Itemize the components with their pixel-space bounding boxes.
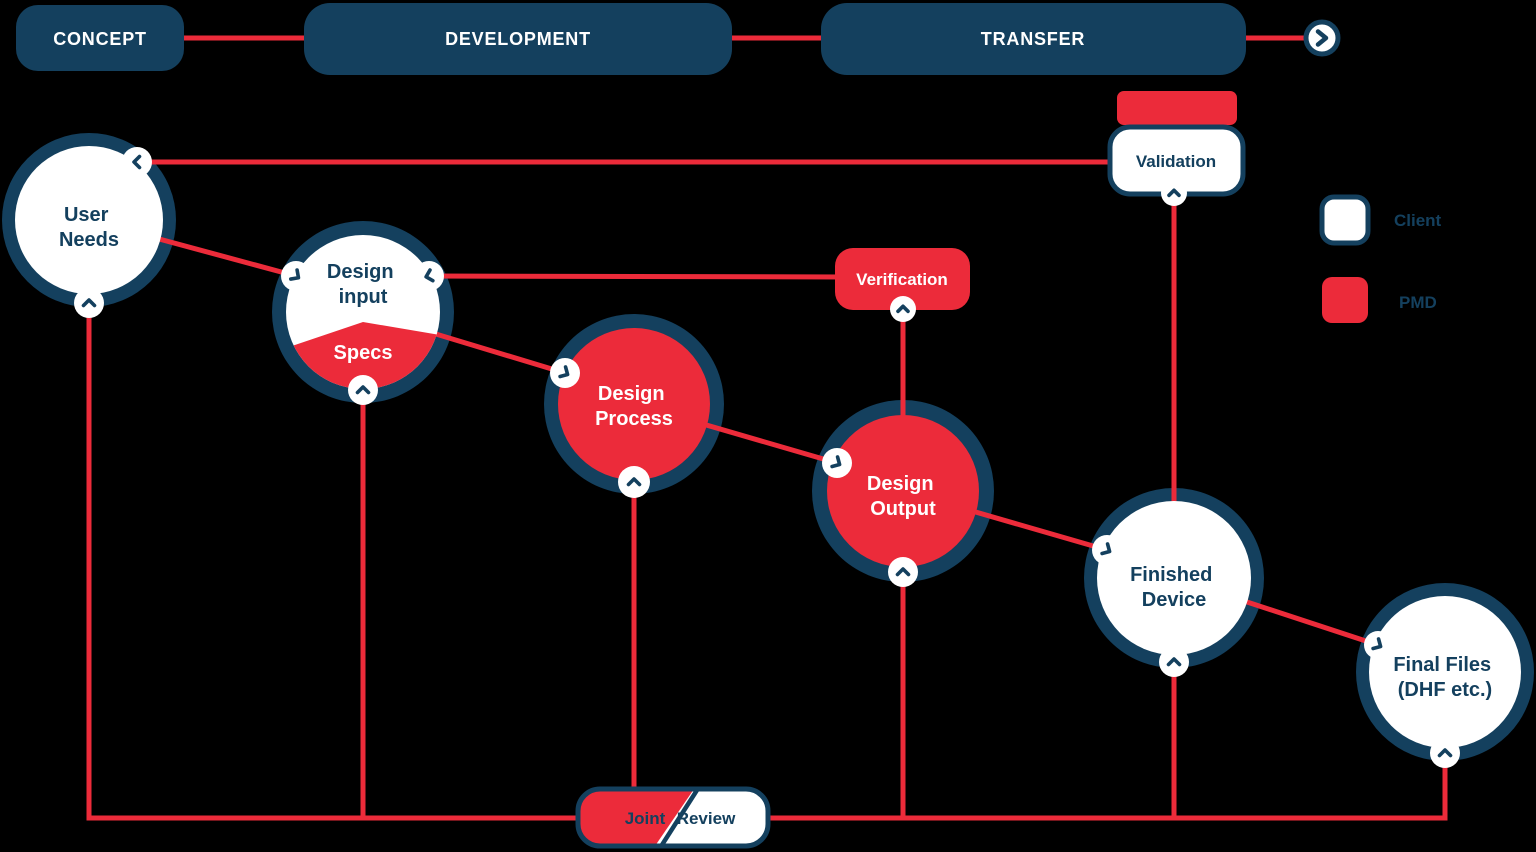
joint-review-divider bbox=[658, 789, 701, 846]
phase-concept-label: CONCEPT bbox=[53, 29, 147, 49]
phase-development bbox=[304, 3, 732, 75]
legend-client-label: Client bbox=[1394, 211, 1442, 230]
chevron-right-icon bbox=[1315, 29, 1329, 47]
phase-transfer-label: TRANSFER bbox=[981, 29, 1085, 49]
phase-concept bbox=[16, 5, 184, 71]
node-finished-device-bottom bbox=[1159, 647, 1189, 677]
finished-device-circle bbox=[1097, 501, 1251, 655]
legend-pmd-swatch bbox=[1322, 277, 1368, 323]
node-user-needs-bottom bbox=[74, 288, 104, 318]
finished-device-label: Finished Device bbox=[1130, 564, 1218, 611]
connector-user-needs-joint-review bbox=[86, 220, 580, 821]
node-final-files-bottom bbox=[1430, 738, 1460, 768]
chevron-down-right-icon bbox=[558, 365, 570, 379]
node-verification-bottom bbox=[890, 296, 916, 322]
node-validation-bottom bbox=[1161, 180, 1187, 206]
chevron-up-icon bbox=[355, 385, 371, 395]
node-design-process-left bbox=[550, 358, 580, 388]
node-design-input-right bbox=[414, 261, 444, 291]
design-input-specs-segment bbox=[286, 322, 440, 389]
chevron-up-icon bbox=[1166, 657, 1182, 667]
joint-review-right-label: Review bbox=[677, 809, 736, 828]
chevron-down-right-icon bbox=[288, 268, 301, 281]
joint-review-pill: Joint Review bbox=[575, 786, 771, 849]
chevron-down-right-icon bbox=[1100, 542, 1112, 556]
chevron-up-icon bbox=[895, 567, 911, 577]
chevron-up-icon bbox=[626, 477, 642, 487]
connector-joint-review-final-files bbox=[766, 672, 1448, 821]
node-design-process-bottom bbox=[618, 466, 650, 498]
chevron-down-right-icon bbox=[1371, 637, 1383, 651]
chevron-up-icon bbox=[896, 304, 910, 314]
design-output-label: Design Output bbox=[867, 473, 939, 520]
design-input-label: Design input bbox=[327, 261, 399, 308]
legend-client-swatch bbox=[1319, 194, 1371, 246]
chevron-down-right-icon bbox=[830, 455, 842, 469]
joint-review-border bbox=[575, 786, 771, 849]
validation-label: Validation bbox=[1136, 152, 1216, 171]
design-process-circle bbox=[558, 328, 710, 480]
chevron-up-icon bbox=[1437, 748, 1453, 758]
design-input-specs-label: Specs bbox=[334, 342, 393, 364]
node-design-output-left bbox=[822, 448, 852, 478]
chevron-up-icon bbox=[81, 298, 97, 308]
verification-label: Verification bbox=[856, 270, 948, 289]
chevron-left-icon bbox=[424, 268, 435, 283]
phase-transfer bbox=[821, 3, 1246, 75]
chevron-left-icon bbox=[132, 154, 142, 170]
next-phase-icon-circle bbox=[1303, 19, 1341, 57]
phase-development-label: DEVELOPMENT bbox=[445, 29, 591, 49]
node-design-output-bottom bbox=[888, 557, 918, 587]
joint-review-left-label: Joint bbox=[625, 809, 666, 828]
design-output-circle bbox=[827, 415, 979, 567]
design-process-label: Design Process bbox=[595, 383, 673, 430]
node-design-input-bottom bbox=[348, 375, 378, 405]
node-user-needs-top bbox=[122, 147, 152, 177]
node-finished-device-left bbox=[1092, 535, 1122, 565]
chevron-up-icon bbox=[1167, 188, 1181, 198]
connector-verification-design-input bbox=[428, 273, 846, 280]
node-final-files-left bbox=[1364, 631, 1392, 659]
legend: Client PMD bbox=[1319, 194, 1442, 323]
node-design-input-left bbox=[281, 261, 311, 291]
final-files-circle bbox=[1369, 596, 1521, 748]
joint-review-red-half bbox=[578, 789, 694, 846]
final-files-label: Final Files (DHF etc.) bbox=[1393, 654, 1496, 701]
validation-pmd-tab bbox=[1117, 91, 1237, 125]
user-needs-label: User Needs bbox=[59, 204, 119, 251]
legend-pmd-label: PMD bbox=[1399, 293, 1437, 312]
verification-badge bbox=[835, 248, 970, 310]
user-needs-circle bbox=[15, 146, 163, 294]
next-phase-icon bbox=[1303, 19, 1341, 57]
